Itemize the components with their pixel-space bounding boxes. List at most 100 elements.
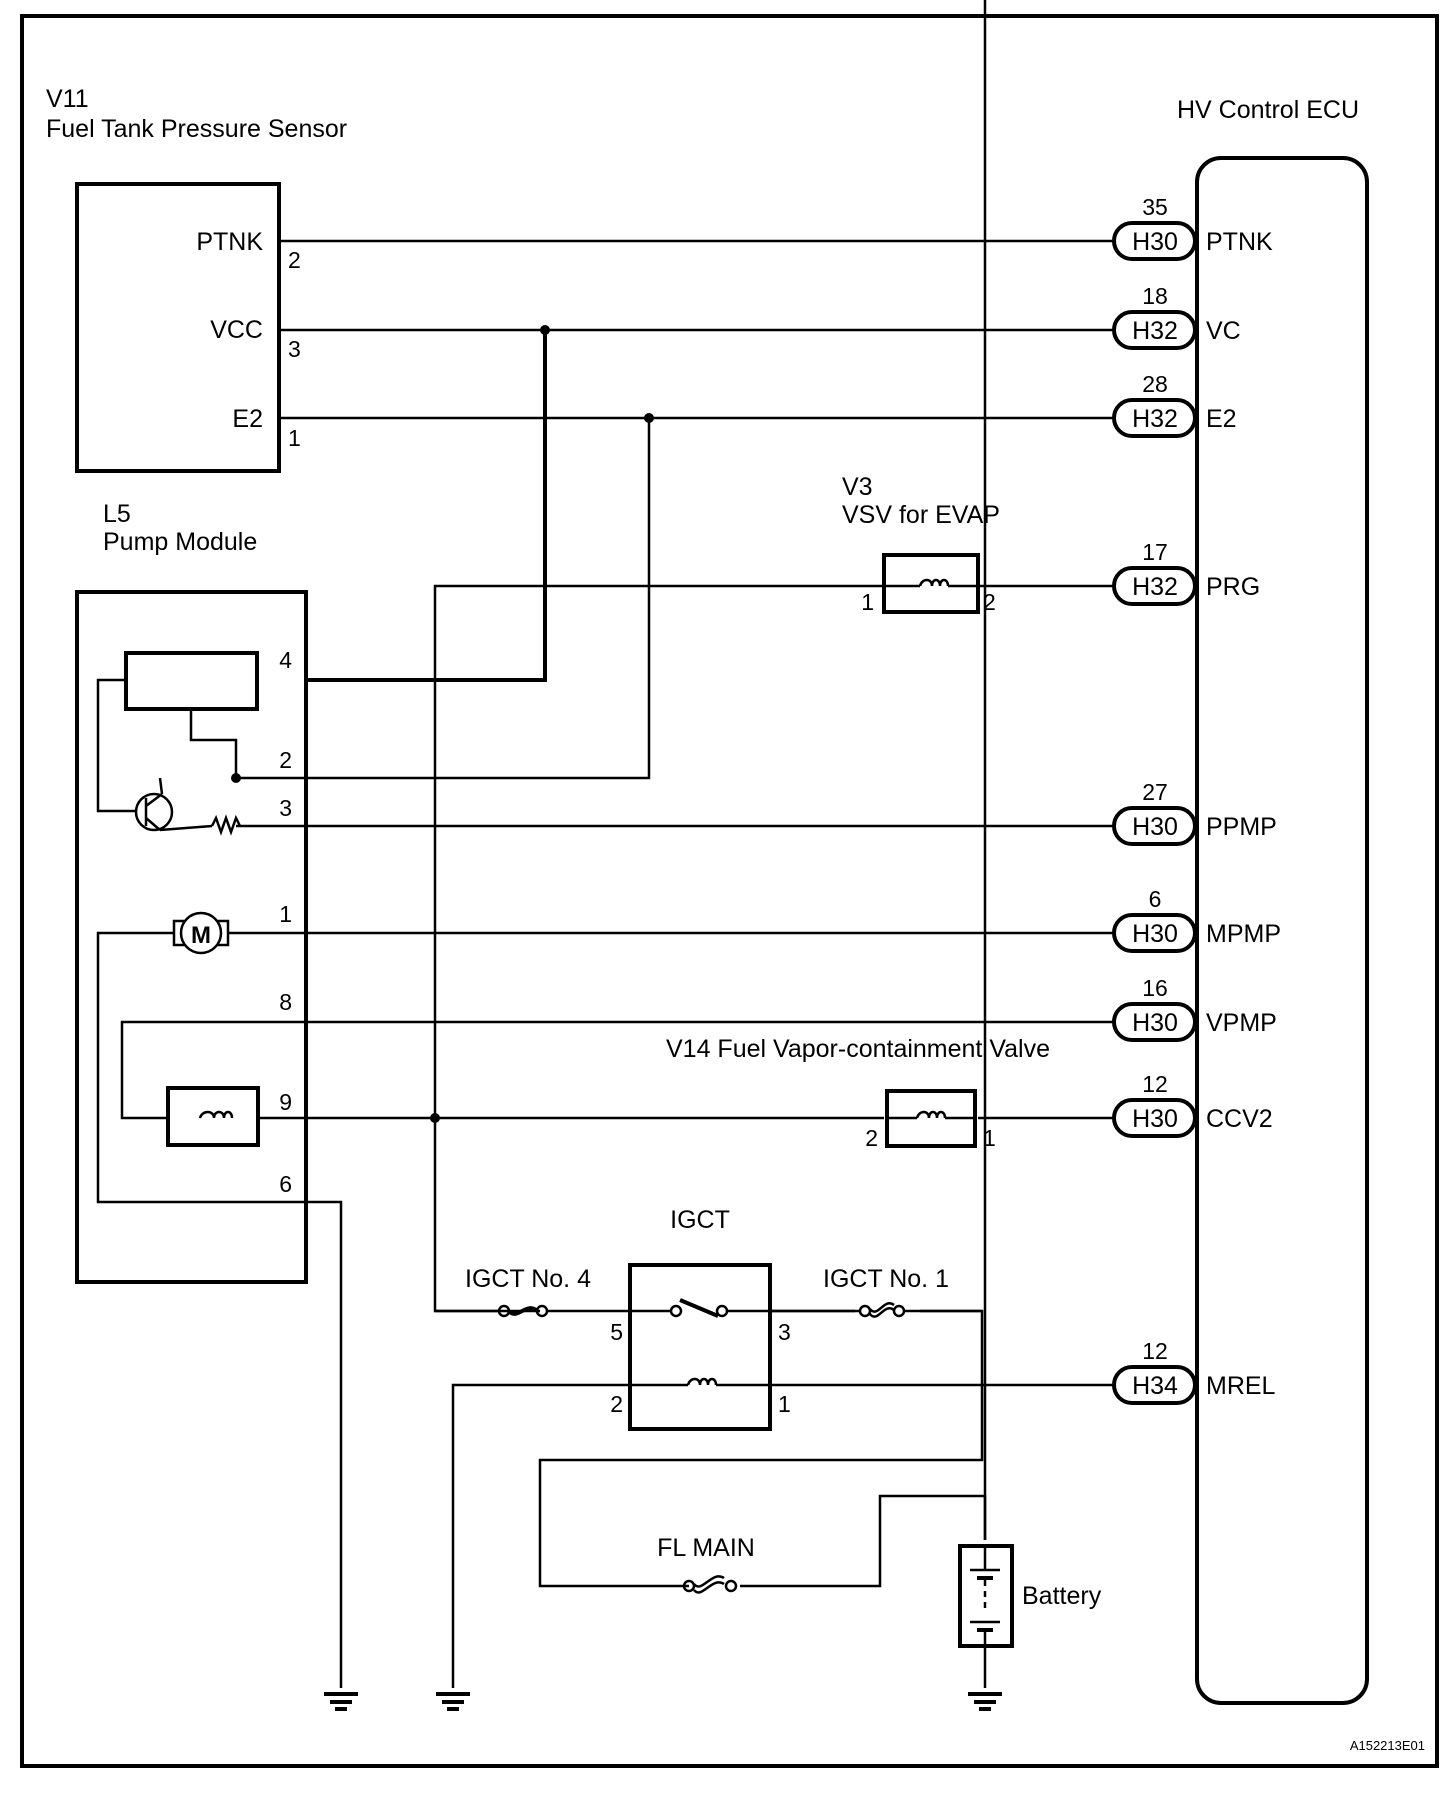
l5-pin-8: 8 <box>279 989 292 1015</box>
fuse-igct-no4: IGCT No. 4 <box>435 1265 630 1318</box>
connector-code: H32 <box>1132 317 1178 345</box>
v3-box <box>882 553 980 614</box>
v14-pin-2: 2 <box>865 1125 878 1151</box>
ecu-pin-number: 35 <box>1142 194 1168 220</box>
l5-name: Pump Module <box>103 528 257 556</box>
v11-pin-number-ptnk: 2 <box>288 247 301 273</box>
igct-relay: IGCT 5 3 2 1 <box>610 1206 791 1431</box>
coil-icon <box>198 1110 234 1119</box>
ecu-box <box>1195 156 1369 1705</box>
v11-name: Fuel Tank Pressure Sensor <box>46 115 347 143</box>
ecu-pin-number: 27 <box>1142 779 1168 805</box>
connector-badge <box>1112 913 1197 953</box>
igct-pin-1: 1 <box>778 1391 791 1417</box>
v3-pin-1: 1 <box>861 589 874 615</box>
pump-valve-coil-block <box>166 1086 260 1147</box>
wire-vpmp <box>120 1020 1114 1120</box>
l5-pin-3: 3 <box>279 795 292 821</box>
ground-icon <box>436 1692 470 1711</box>
fuel-vapor-containment-valve: V14 Fuel Vapor-containment Valve 2 1 <box>666 1035 1050 1151</box>
connector-code: H32 <box>1132 405 1178 433</box>
hv-control-ecu: HV Control ECU H3035PTNKH3218VCH3228E2H3… <box>1112 96 1369 1705</box>
v3-name: VSV for EVAP <box>842 501 1000 529</box>
battery-label: Battery <box>1022 1582 1102 1610</box>
battery: Battery <box>958 0 1102 1648</box>
ecu-pin-number: 16 <box>1142 975 1168 1001</box>
fuse-icon <box>693 1575 725 1594</box>
connector-code: H30 <box>1132 228 1178 256</box>
ecu-pin-number: 12 <box>1142 1338 1168 1364</box>
v11-code: V11 <box>46 85 89 113</box>
junction-dot <box>231 773 241 783</box>
igct-box <box>628 1263 772 1431</box>
connector-badge <box>1112 1002 1197 1042</box>
v11-pin-label-e2: E2 <box>232 405 263 433</box>
wire-igct-coil-ground <box>451 1383 630 1688</box>
fuel-tank-pressure-sensor: V11 Fuel Tank Pressure Sensor PTNK 2 VCC… <box>46 85 347 473</box>
wire-e2-to-pump-2 <box>236 418 651 780</box>
wire-motor-ground <box>96 931 343 1688</box>
igct-name: IGCT <box>670 1206 730 1234</box>
v11-box <box>75 182 281 473</box>
ecu-signal-name: CCV2 <box>1206 1105 1273 1133</box>
fuse-igct1-label: IGCT No. 1 <box>823 1265 949 1293</box>
junction-dot <box>430 1113 440 1123</box>
ecu-signal-name: PRG <box>1206 573 1260 601</box>
wire-igct1-flmain <box>538 1309 984 1588</box>
v14-title: V14 Fuel Vapor-containment Valve <box>666 1035 1050 1063</box>
igct-pin-5: 5 <box>610 1319 623 1345</box>
svg-text:M: M <box>191 922 211 949</box>
l5-pin-4: 4 <box>279 647 292 673</box>
junction-dot <box>540 325 550 335</box>
junction-dot <box>644 413 654 423</box>
l5-pin-9: 9 <box>279 1089 292 1115</box>
transistor-icon <box>134 777 213 832</box>
connector-badge <box>1112 1098 1197 1138</box>
wires <box>96 239 1114 1688</box>
connector-code: H30 <box>1132 920 1178 948</box>
ecu-pin-number: 28 <box>1142 371 1168 397</box>
fuse-igct4-label: IGCT No. 4 <box>465 1265 591 1293</box>
igct-pin-3: 3 <box>778 1319 791 1345</box>
wire-flmain-battery <box>740 1494 987 1588</box>
ecu-signal-name: VPMP <box>1206 1009 1277 1037</box>
connector-code: H30 <box>1132 1105 1178 1133</box>
coil-icon <box>686 1377 718 1386</box>
ecu-signal-name: E2 <box>1206 405 1237 433</box>
v3-code: V3 <box>842 473 873 501</box>
connector-code: H32 <box>1132 573 1178 601</box>
l5-pin-1: 1 <box>279 901 292 927</box>
v11-pin-label-ptnk: PTNK <box>196 228 263 256</box>
v11-pin-label-vcc: VCC <box>210 316 263 344</box>
connector-badge <box>1112 806 1197 846</box>
igct-pin-2: 2 <box>610 1391 623 1417</box>
v11-pin-number-e2: 1 <box>288 425 301 451</box>
v11-pin-number-vcc: 3 <box>288 336 301 362</box>
ground-icon <box>968 1692 1002 1711</box>
fuse-icon <box>869 1302 895 1318</box>
l5-code: L5 <box>103 500 131 528</box>
resistor-icon <box>210 814 242 836</box>
fuse-fl-main: FL MAIN <box>657 1534 755 1594</box>
ecu-signal-name: PPMP <box>1206 813 1277 841</box>
connector-badge <box>1112 310 1197 350</box>
l5-box <box>75 590 308 1284</box>
connector-badge <box>1112 1365 1197 1405</box>
l5-pin-2: 2 <box>279 747 292 773</box>
pressure-sensor-block <box>124 651 259 711</box>
connector-code: H30 <box>1132 813 1178 841</box>
ground-icon <box>324 1692 358 1711</box>
pump-module: L5 Pump Module M 4 2 3 1 8 <box>75 500 308 1284</box>
figure-id: A152213E01 <box>1350 1738 1425 1753</box>
connector-code: H30 <box>1132 1009 1178 1037</box>
fuse-icon <box>507 1306 539 1316</box>
ecu-signal-name: MPMP <box>1206 920 1281 948</box>
ecu-name: HV Control ECU <box>1177 96 1359 124</box>
